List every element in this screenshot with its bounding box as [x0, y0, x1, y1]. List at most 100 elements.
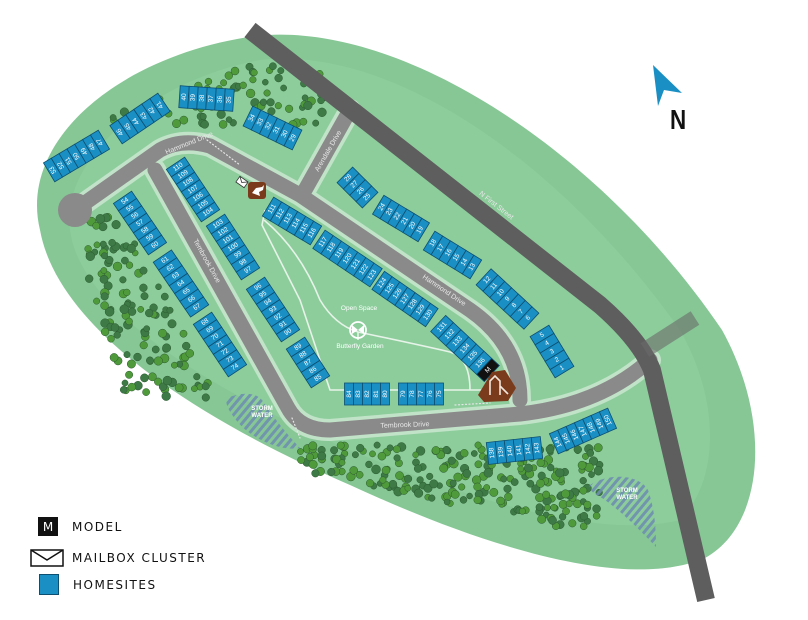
tree-icon: [109, 114, 117, 121]
lot-number: 111: [267, 203, 278, 215]
homesite-lot[interactable]: 82: [362, 382, 372, 406]
tree-icon: [536, 479, 545, 488]
homesite-lot[interactable]: 142: [521, 437, 535, 461]
tree-icon: [105, 255, 114, 265]
lot-number: 40: [181, 93, 188, 101]
homesite-lot[interactable]: 67: [184, 296, 210, 318]
tree-icon: [113, 331, 121, 339]
homesite-lot[interactable]: 84: [344, 382, 354, 406]
homesite-lot[interactable]: 60: [142, 234, 168, 256]
lot-number: 55: [125, 203, 135, 213]
lot-number: 56: [130, 211, 140, 221]
tree-icon: [160, 292, 169, 301]
lot-number: 112: [275, 207, 287, 220]
lot-shape: [598, 407, 618, 433]
lot-shape: [195, 201, 221, 223]
homesite-lot[interactable]: 83: [353, 382, 363, 406]
tree-icon: [297, 456, 305, 464]
homesite-lot[interactable]: 79: [398, 382, 408, 406]
homesite-lot[interactable]: 1: [549, 357, 575, 379]
tree-icon: [125, 317, 133, 326]
lot-shape: [516, 306, 540, 330]
lot-number: 6: [524, 314, 532, 322]
lot-number: 5: [539, 331, 546, 339]
tree-icon: [548, 516, 557, 525]
homesite-lot[interactable]: 25: [355, 185, 379, 209]
tree-icon: [537, 514, 547, 524]
homesite-lot[interactable]: 150: [598, 407, 618, 433]
tree-icon: [579, 477, 587, 485]
homesite-lot[interactable]: 37: [205, 87, 217, 111]
lot-number: 26: [356, 186, 366, 196]
tree-icon: [274, 102, 282, 110]
tree-icon: [125, 370, 134, 379]
homesite-lot[interactable]: 75: [434, 382, 444, 406]
north-arrow-icon: [653, 65, 682, 106]
tree-icon: [379, 476, 387, 484]
lot-number: 146: [569, 428, 580, 441]
tree-icon: [230, 66, 240, 76]
homesite-lot[interactable]: 35: [223, 88, 235, 112]
tree-icon: [588, 456, 599, 466]
tree-icon: [547, 463, 555, 472]
homesite-lot[interactable]: 76: [425, 382, 435, 406]
tree-icon: [100, 301, 109, 310]
lot-number: 87: [303, 358, 313, 368]
homesite-lot[interactable]: 80: [380, 382, 390, 406]
lot-number: 73: [225, 355, 235, 365]
homesite-lot[interactable]: 41: [149, 92, 171, 118]
tree-icon: [259, 98, 268, 106]
lot-number: 144: [553, 435, 564, 448]
tree-icon: [85, 251, 95, 261]
homesite-lot[interactable]: 85: [305, 367, 331, 389]
homesite-lot[interactable]: 104: [195, 201, 221, 223]
homesite-lot[interactable]: 106: [185, 186, 211, 208]
homesite-lot[interactable]: 138: [485, 441, 499, 465]
homesite-lot[interactable]: 130: [417, 302, 439, 328]
tree-icon: [536, 458, 545, 468]
homesite-lot[interactable]: 6: [516, 306, 540, 330]
homesite-lot[interactable]: 13: [461, 254, 483, 280]
lot-number: 12: [482, 275, 492, 285]
tree-icon: [517, 465, 525, 473]
homesite-lot[interactable]: 47: [89, 129, 111, 155]
lot-number: 46: [115, 127, 125, 137]
lot-number: 21: [400, 216, 410, 226]
lot-number: 148: [586, 420, 597, 433]
tree-icon: [277, 67, 285, 75]
homesite-lot[interactable]: 90: [275, 321, 301, 343]
homesite-lot[interactable]: 97: [235, 259, 261, 281]
homesite-lot[interactable]: 29: [283, 125, 303, 151]
tree-icon: [308, 459, 318, 469]
tree-icon: [263, 89, 271, 97]
homesite-lot[interactable]: 74: [222, 356, 248, 378]
homesite-lot[interactable]: 77: [416, 382, 426, 406]
tree-icon: [579, 522, 588, 531]
tree-icon: [274, 73, 283, 83]
lot-number: 13: [467, 262, 477, 272]
homesite-lot[interactable]: 81: [371, 382, 381, 406]
tree-icon: [204, 77, 213, 86]
tembrook-drive: [147, 162, 658, 438]
lot-shape: [434, 382, 444, 406]
lot-number: 69: [205, 325, 215, 335]
tree-icon: [392, 445, 401, 454]
lot-number: 76: [427, 390, 434, 398]
homesite-lot[interactable]: 78: [407, 382, 417, 406]
homesite-lot[interactable]: 143: [530, 436, 544, 460]
lot-shape: [89, 129, 111, 155]
lot-shape: [301, 220, 323, 246]
tree-icon: [586, 449, 595, 457]
homesite-lot[interactable]: 123: [361, 262, 383, 288]
homesite-lot[interactable]: 108: [175, 171, 201, 193]
homesite-lot[interactable]: 116: [301, 220, 323, 246]
homesite-lot[interactable]: 36: [214, 87, 226, 112]
homesite-lot[interactable]: 19: [409, 217, 431, 243]
tree-icon: [201, 382, 210, 391]
tree-icon: [428, 494, 436, 502]
tree-icon: [439, 463, 449, 473]
